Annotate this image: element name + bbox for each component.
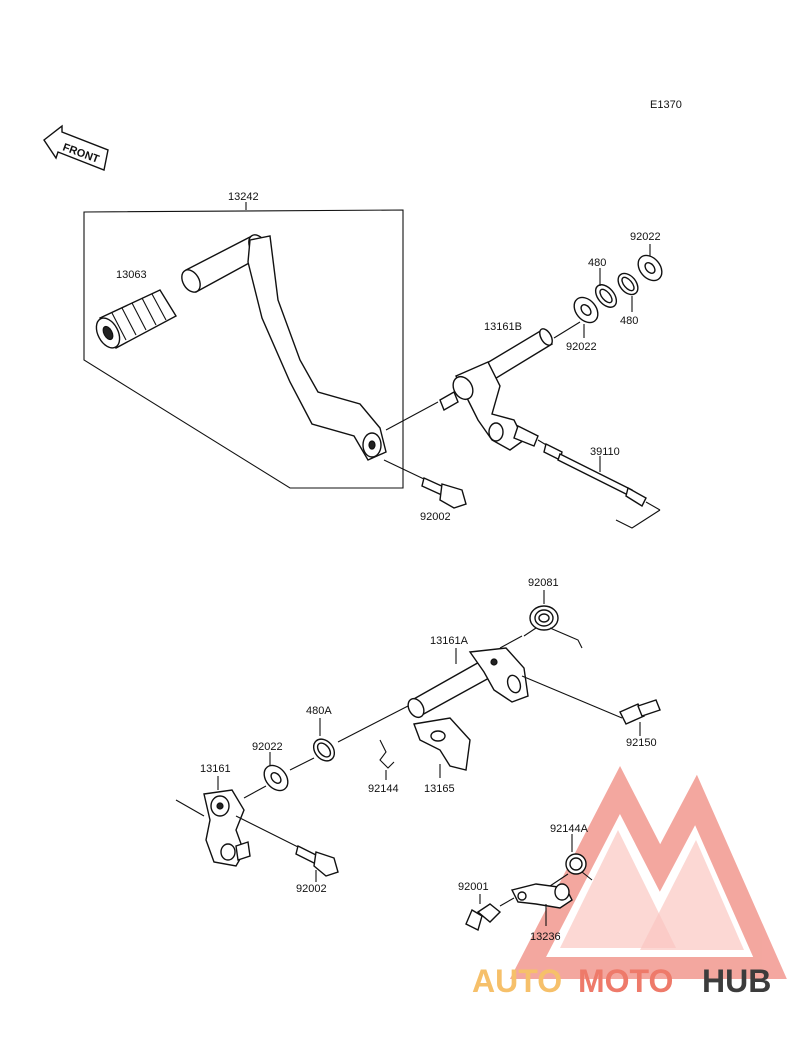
part-label-92022-mid: 92022 [566,341,597,353]
part-label-92022-low: 92022 [252,741,283,753]
part-label-13236: 13236 [530,931,561,943]
shift-pedal-lever [181,234,387,461]
part-label-92001: 92001 [458,881,489,893]
diagram-code: E1370 [650,99,682,111]
bolt-92002-low [295,844,339,877]
part-label-480-top: 480 [588,257,606,269]
return-spring-92081 [523,605,583,649]
circlip-480-top [594,284,618,308]
part-label-13161B: 13161B [484,321,522,333]
circlip-480-bottom [617,272,639,296]
part-label-480A: 480A [306,705,332,717]
part-label-92022-top: 92022 [630,231,661,243]
circlip-480A [312,738,336,762]
watermark-triangle-icon [509,765,787,979]
stopper-13236 [510,883,573,909]
bolt-92001 [465,903,502,932]
watermark-moto: MOTO [578,963,673,999]
part-label-13242: 13242 [228,191,259,203]
part-label-13161A: 13161A [430,635,469,647]
assembly-bracket-13242 [83,202,404,489]
part-label-13165: 13165 [424,783,455,795]
part-label-92002-low: 92002 [296,883,327,895]
rubber-grip-13063 [95,289,177,349]
part-label-39110: 39110 [590,446,620,458]
watermark-hub: HUB [702,963,771,999]
guide-plate-13165 [413,717,471,771]
part-label-480-bottom: 480 [620,315,638,327]
watermark-wordmark: AUTO MOTO HUB [472,963,771,999]
bolt-92150 [619,699,661,725]
front-arrow-icon: FRONT [43,124,109,171]
part-label-13063: 13063 [116,269,147,281]
part-label-92150: 92150 [626,737,657,749]
part-label-13161: 13161 [200,763,231,775]
watermark-auto: AUTO [472,963,562,999]
part-label-92002-top: 92002 [420,511,451,523]
shift-lever-13161 [203,789,251,867]
shift-shaft-13161A [407,647,529,719]
part-label-92144A: 92144A [550,823,589,835]
spring-92144A [565,853,593,881]
shift-arm-13161B [439,328,554,451]
part-label-92081: 92081 [528,577,559,589]
washer-92022-low [263,764,289,792]
washer-92022-mid [573,296,599,324]
tie-rod-39110 [537,439,661,529]
washer-92022-top [637,254,663,282]
spring-clip-92144 [379,739,395,769]
bolt-92002-top [383,459,467,509]
part-label-92144: 92144 [368,783,399,795]
